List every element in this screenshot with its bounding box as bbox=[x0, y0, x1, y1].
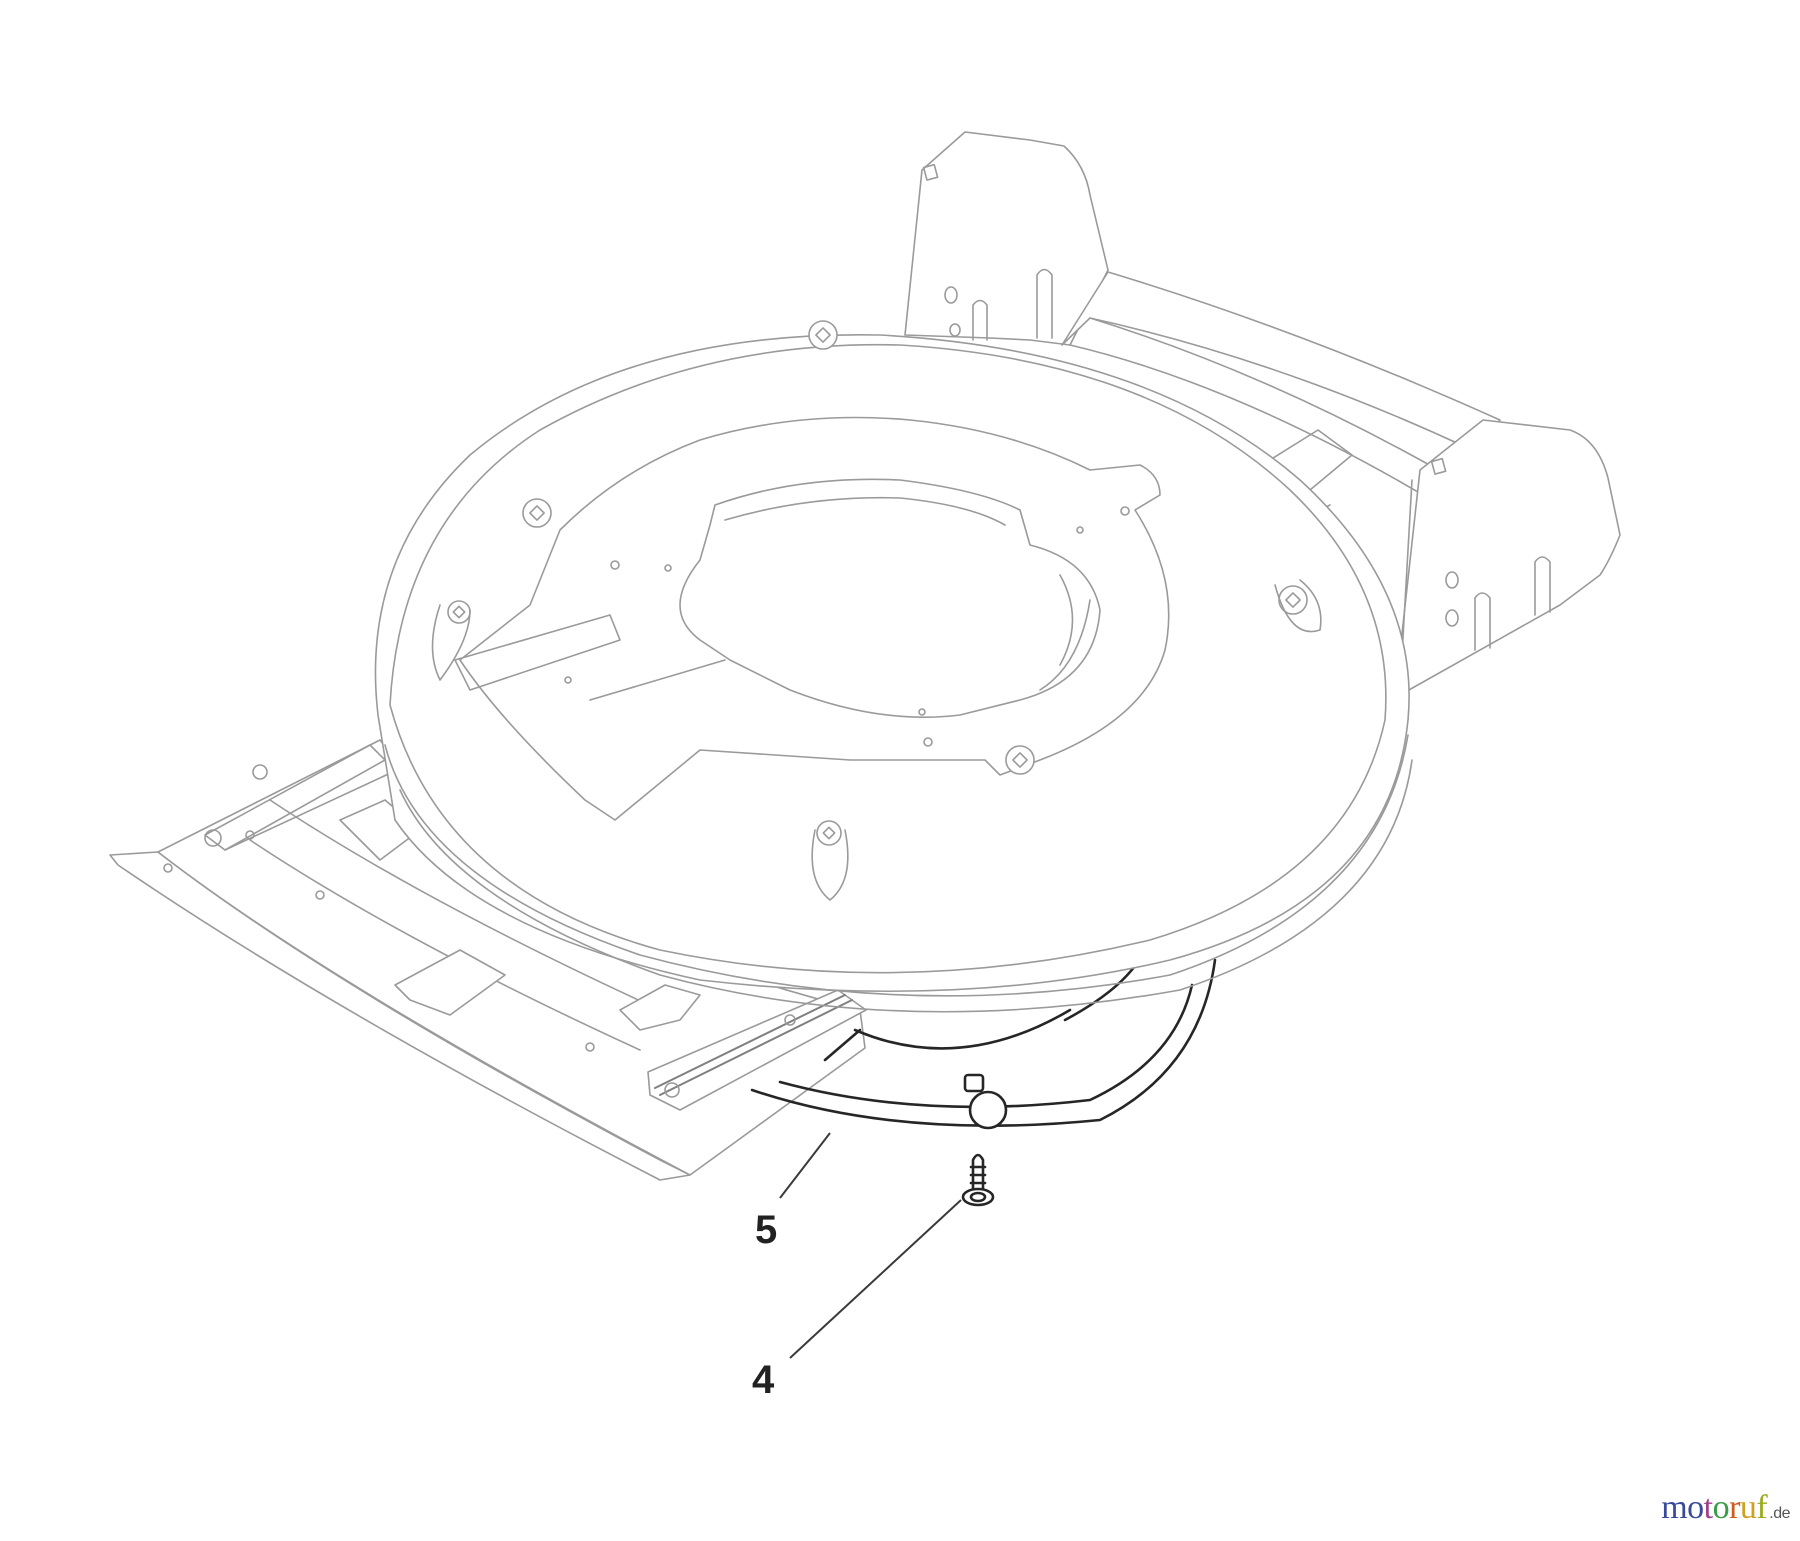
leader-line-5 bbox=[779, 1132, 831, 1199]
watermark-letter: u bbox=[1739, 1489, 1757, 1526]
watermark-letter: f bbox=[1756, 1489, 1768, 1526]
watermark-logo: motoruf.de bbox=[1661, 1489, 1790, 1527]
rear-chute-housing bbox=[904, 131, 1621, 696]
deck-body bbox=[374, 320, 1413, 1013]
screw-part-4 bbox=[961, 1153, 995, 1207]
callout-label-5: 5 bbox=[755, 1208, 778, 1252]
watermark-letter: m bbox=[1661, 1489, 1688, 1526]
leader-line-4 bbox=[789, 1199, 962, 1359]
watermark-letter: o bbox=[1712, 1489, 1730, 1526]
watermark-letter: r bbox=[1729, 1489, 1740, 1526]
callout-label-4: 4 bbox=[752, 1358, 775, 1402]
watermark-tld: .de bbox=[1769, 1505, 1790, 1522]
watermark-letter: o bbox=[1687, 1489, 1704, 1526]
watermark-letter: t bbox=[1703, 1489, 1713, 1526]
deck-bolts bbox=[447, 320, 1308, 846]
